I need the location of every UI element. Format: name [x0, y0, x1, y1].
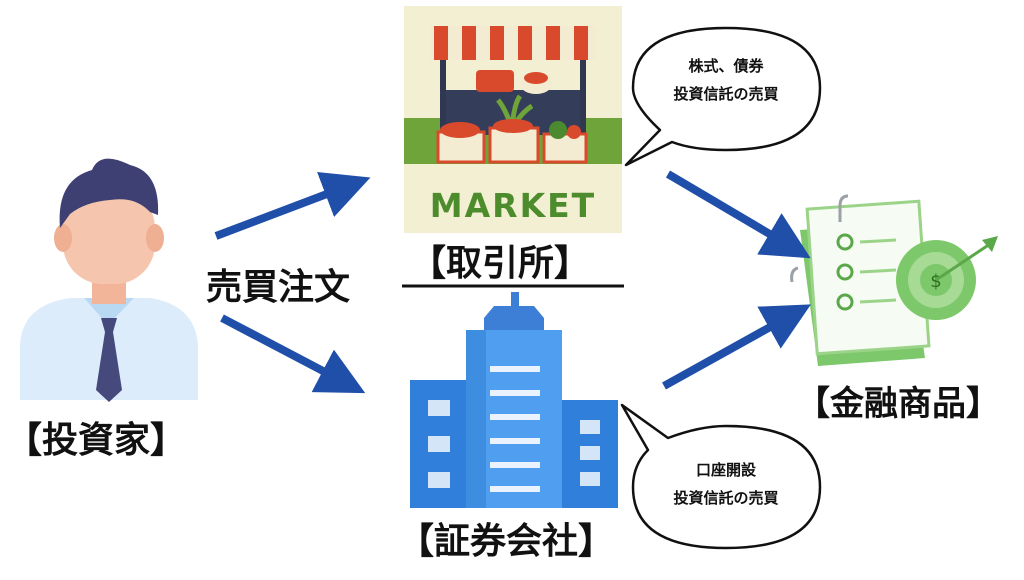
- arrow-investor-to-securities: [220, 314, 366, 394]
- building-icon: [410, 292, 618, 508]
- bubble-top-line1: 株式、債券: [688, 57, 764, 75]
- speech-bubble-top: [624, 26, 822, 167]
- arrow-investor-to-exchange: [214, 172, 371, 240]
- products-label: 【金融商品】: [796, 384, 1000, 424]
- exchange-label: 【取引所】: [410, 243, 591, 284]
- investor-label: 【投資家】: [6, 420, 187, 461]
- bubble-bottom-line2: 投資信託の売買: [673, 489, 779, 507]
- arrows: [214, 170, 811, 394]
- svg-text:$: $: [930, 271, 941, 292]
- securities-label: 【証券会社】: [398, 521, 615, 562]
- arrow-exchange-to-products: [665, 170, 811, 259]
- financial-products-icon: $: [790, 194, 998, 366]
- bubble-bottom-line1: 口座開設: [695, 461, 756, 479]
- order-label: 売買注文: [206, 267, 351, 308]
- bubble-top-line2: 投資信託の売買: [673, 85, 779, 103]
- bubble-top-text: 株式、債券 投資信託の売買: [640, 52, 812, 108]
- investor-icon: [20, 158, 198, 402]
- market-sign-text: MARKET: [430, 186, 596, 225]
- market-icon: [404, 6, 622, 233]
- arrow-securities-to-products: [662, 304, 811, 390]
- speech-bubble-bottom: [620, 403, 822, 550]
- market-awning: [430, 26, 596, 60]
- bubble-bottom-text: 口座開設 投資信託の売買: [640, 456, 812, 512]
